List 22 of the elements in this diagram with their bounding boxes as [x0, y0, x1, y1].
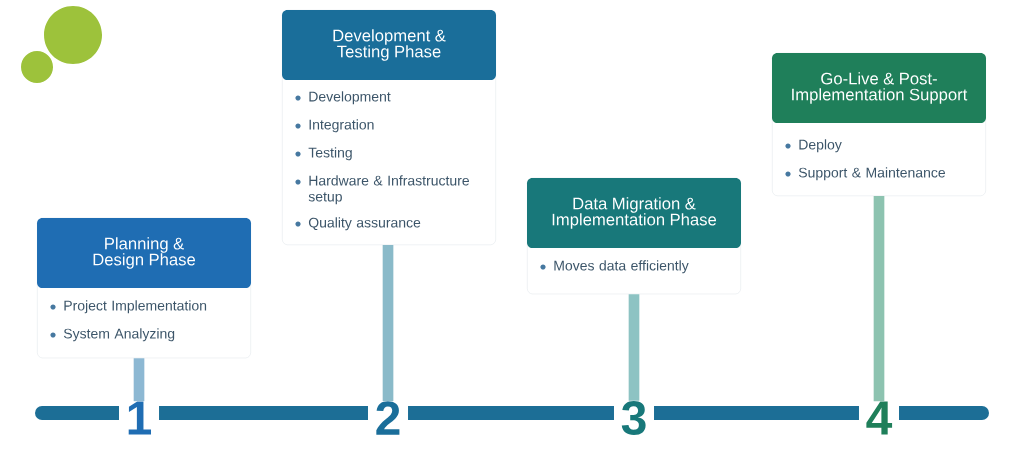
step-number: 1	[119, 401, 160, 435]
step-number: 3	[614, 400, 654, 435]
step-number: 4	[859, 401, 899, 435]
bullet-item: Integration	[309, 119, 374, 133]
bullet-item: Moves data efficiently	[554, 260, 689, 274]
bullet-item: System Analyzing	[63, 328, 175, 342]
connector-bar	[133, 358, 145, 402]
step-number: 2	[368, 401, 408, 435]
card-header: Development & Testing Phase	[282, 10, 496, 80]
connector-bar	[628, 294, 640, 401]
bullet-item: Project Implementation	[64, 300, 207, 314]
connector-bar	[382, 245, 394, 401]
card-header: Planning & Design Phase	[37, 218, 251, 288]
bullet-item: Testing	[308, 147, 352, 161]
bullet-item: Development	[309, 91, 391, 105]
bullet-item: Hardware & Infrastructure setup	[308, 175, 469, 205]
bullet-item: Quality assurance	[308, 217, 421, 231]
card-header: Go-Live & Post-Implementation Support	[772, 53, 986, 123]
card-header: Data Migration & Implementation Phase	[527, 178, 741, 248]
bullet-item: Deploy	[799, 139, 842, 153]
bullet-item: Support & Maintenance	[798, 167, 946, 181]
connector-bar	[873, 196, 885, 402]
